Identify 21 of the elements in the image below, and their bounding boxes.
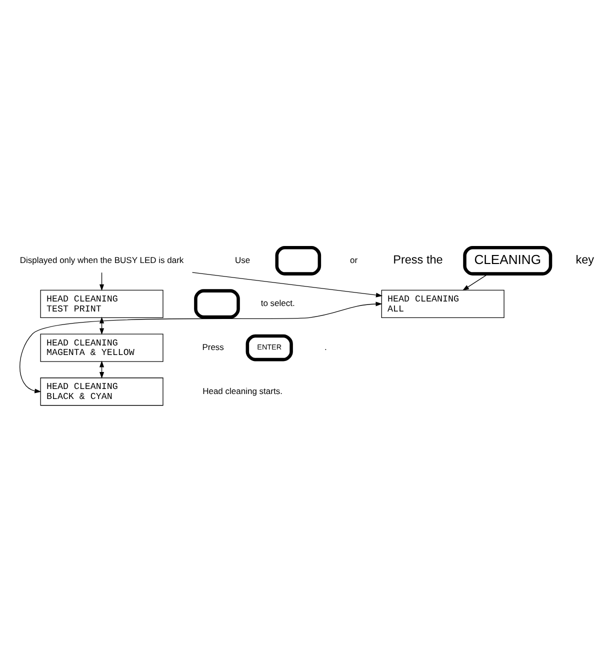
node-box: CLEANING [463, 245, 552, 275]
node-box [275, 245, 322, 275]
label: Use [234, 254, 250, 264]
arrow [462, 273, 489, 290]
label: . [324, 342, 327, 352]
node-text: Displayed only when the BUSY LED is dark [20, 254, 184, 264]
node-box: HEAD CLEANING TEST PRINT [40, 289, 164, 318]
node-label: key [576, 253, 594, 266]
node-box: HEAD CLEANING MAGENTA & YELLOW [40, 333, 164, 362]
label: to select. [260, 298, 295, 308]
node-box: ENTER [246, 334, 293, 361]
node-box [194, 288, 240, 318]
arrow [20, 301, 382, 393]
arrow [99, 272, 104, 290]
node-box: HEAD CLEANING ALL [381, 289, 504, 318]
label: or [350, 254, 358, 264]
label: Head cleaning starts. [202, 385, 282, 396]
arrow [192, 272, 383, 297]
node-box: HEAD CLEANING BLACK & CYAN [40, 377, 164, 406]
node-label: Press the [393, 253, 443, 266]
label: Press [202, 342, 224, 352]
